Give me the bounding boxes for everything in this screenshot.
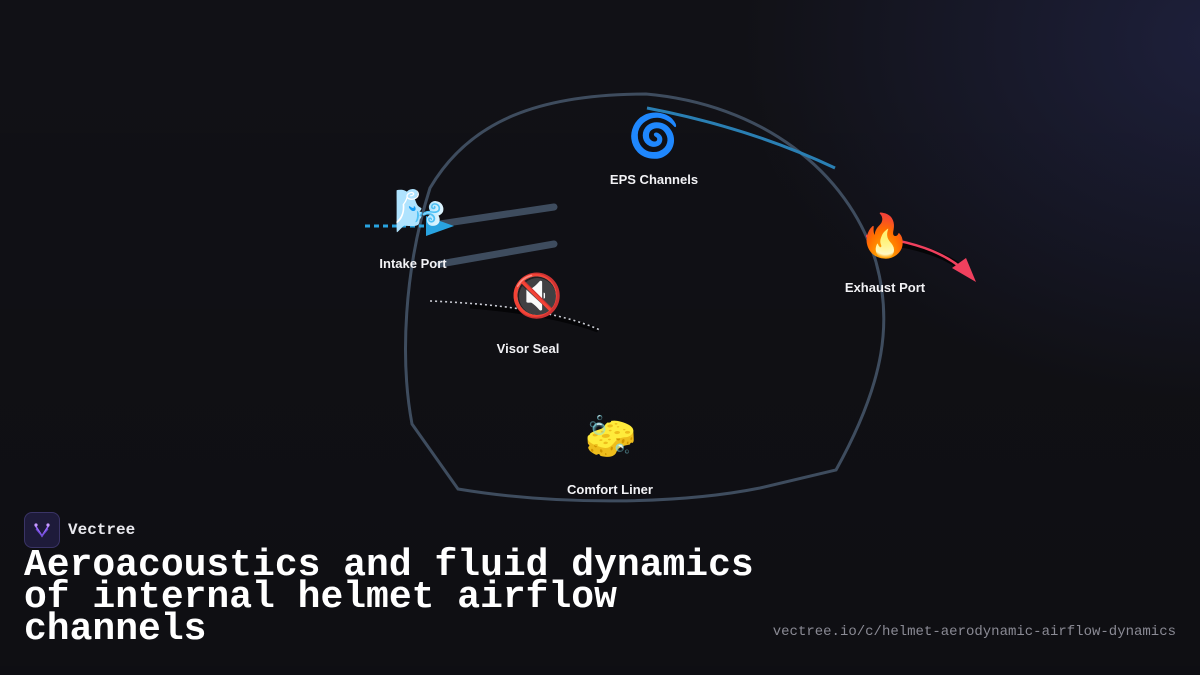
fire-icon: 🔥 — [858, 211, 912, 260]
eps-channel-line — [646, 106, 836, 170]
cyclone-icon: 🌀 — [627, 111, 681, 160]
source-url: vectree.io/c/helmet-aerodynamic-airflow-… — [772, 624, 1176, 640]
visor-seal-shadow — [469, 303, 599, 333]
node-label-eps-channels: EPS Channels — [609, 172, 699, 187]
wind-face-icon: 🌬️ — [393, 186, 447, 235]
muted-speaker-icon: 🔇 — [510, 271, 564, 320]
node-label-visor-seal: Visor Seal — [496, 341, 560, 356]
sponge-icon: 🧽 — [584, 412, 638, 461]
node-label-exhaust-port: Exhaust Port — [844, 280, 926, 295]
node-label-intake-port: Intake Port — [379, 256, 447, 271]
vectree-logo-icon — [24, 512, 60, 548]
brand-name: Vectree — [68, 521, 136, 539]
intake-duct-upper — [436, 203, 558, 228]
page-title: Aeroacoustics and fluid dynamics of inte… — [24, 544, 754, 651]
intake-arrowhead — [426, 216, 454, 236]
helmet-shell-outline — [404, 92, 886, 503]
brand: Vectree — [24, 512, 135, 548]
visor-seal-line — [429, 300, 601, 331]
node-label-comfort-liner: Comfort Liner — [567, 482, 653, 497]
intake-duct-lower — [436, 240, 558, 268]
exhaust-arrowhead — [952, 258, 976, 282]
